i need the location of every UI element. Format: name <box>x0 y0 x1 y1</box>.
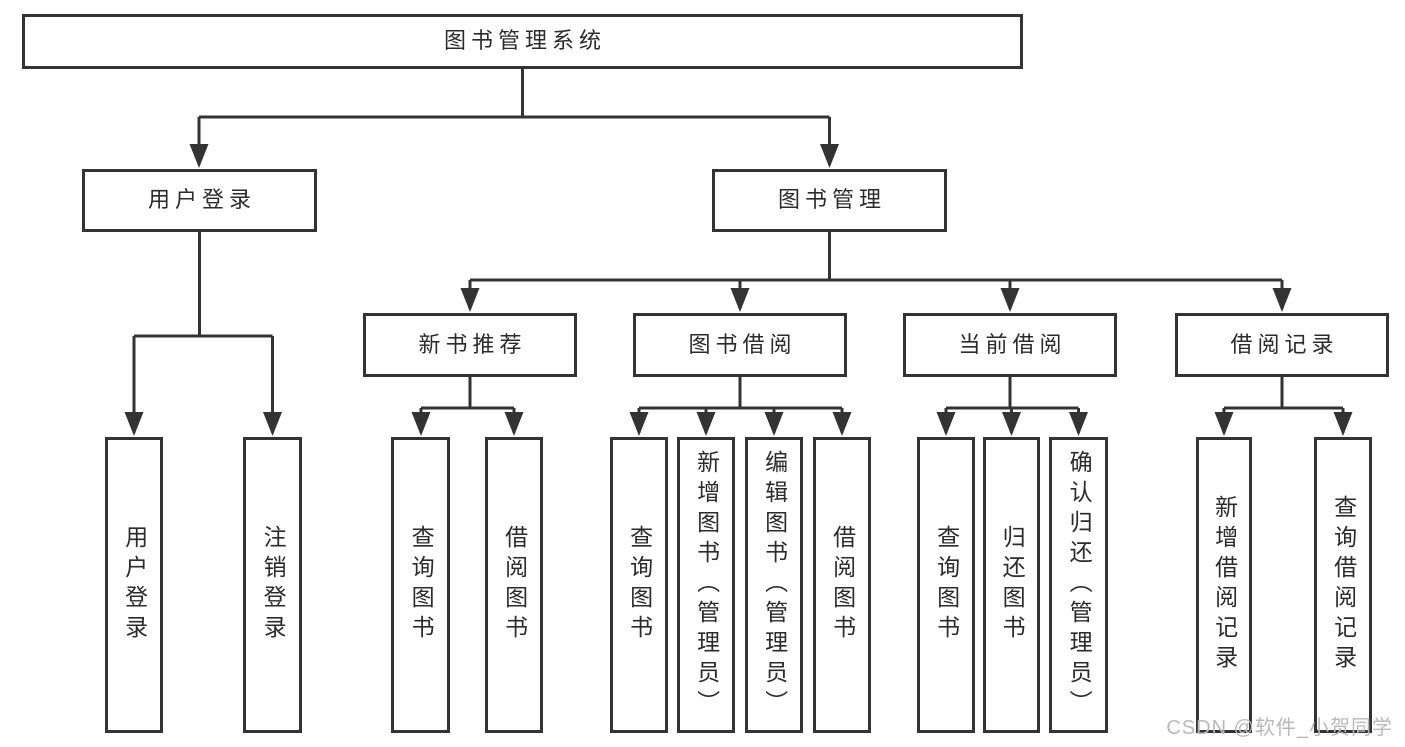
node-label: 注销登录 <box>260 525 287 645</box>
leaf-return-book: 归还图书 <box>983 437 1040 733</box>
node-label: 图书管理 <box>777 187 886 213</box>
node-root: 图书管理系统 <box>22 14 1023 69</box>
node-new-book-recommend: 新书推荐 <box>363 313 577 377</box>
node-label: 编辑图书（管理员） <box>761 450 788 720</box>
leaf-confirm-return-admin: 确认归还（管理员） <box>1049 437 1108 733</box>
leaf-query-books-2: 查询图书 <box>610 437 668 733</box>
node-borrow-records: 借阅记录 <box>1175 313 1389 377</box>
node-label: 确认归还（管理员） <box>1066 450 1093 720</box>
node-label: 查询图书 <box>933 525 960 645</box>
leaf-query-books-1: 查询图书 <box>391 437 450 733</box>
leaf-add-book-admin: 新增图书（管理员） <box>677 437 735 733</box>
node-label: 用户登录 <box>147 187 256 213</box>
leaf-borrow-books-1: 借阅图书 <box>485 437 543 733</box>
node-label: 归还图书 <box>999 525 1026 645</box>
node-book-borrow: 图书借阅 <box>633 313 847 377</box>
arrowheads <box>124 144 1353 436</box>
leaf-edit-book-admin: 编辑图书（管理员） <box>745 437 803 733</box>
node-label: 借阅图书 <box>501 525 528 645</box>
node-current-borrow: 当前借阅 <box>903 313 1117 377</box>
leaf-borrow-books-2: 借阅图书 <box>813 437 871 733</box>
node-label: 图书借阅 <box>688 331 797 357</box>
node-label: 新书推荐 <box>418 331 527 357</box>
node-user-login-branch: 用户登录 <box>82 169 317 232</box>
leaf-user-login: 用户登录 <box>105 437 163 733</box>
node-label: 查询图书 <box>408 525 435 645</box>
connector-segments <box>132 69 1345 433</box>
csdn-watermark: CSDN @软件_小贺同学 <box>1166 717 1393 739</box>
node-label: 查询借阅记录 <box>1330 495 1357 675</box>
node-label: 查询图书 <box>626 525 653 645</box>
node-label: 新增图书（管理员） <box>693 450 720 720</box>
node-label: 图书管理系统 <box>443 28 606 54</box>
leaf-logout: 注销登录 <box>243 437 302 733</box>
leaf-query-books-3: 查询图书 <box>917 437 975 733</box>
node-label: 借阅图书 <box>829 525 856 645</box>
node-label: 用户登录 <box>121 525 148 645</box>
leaf-add-borrow-record: 新增借阅记录 <box>1196 437 1252 733</box>
node-label: 新增借阅记录 <box>1211 495 1238 675</box>
node-book-management-branch: 图书管理 <box>712 169 947 232</box>
leaf-query-borrow-record: 查询借阅记录 <box>1314 437 1372 733</box>
node-label: 借阅记录 <box>1230 331 1339 357</box>
node-label: 当前借阅 <box>958 331 1067 357</box>
